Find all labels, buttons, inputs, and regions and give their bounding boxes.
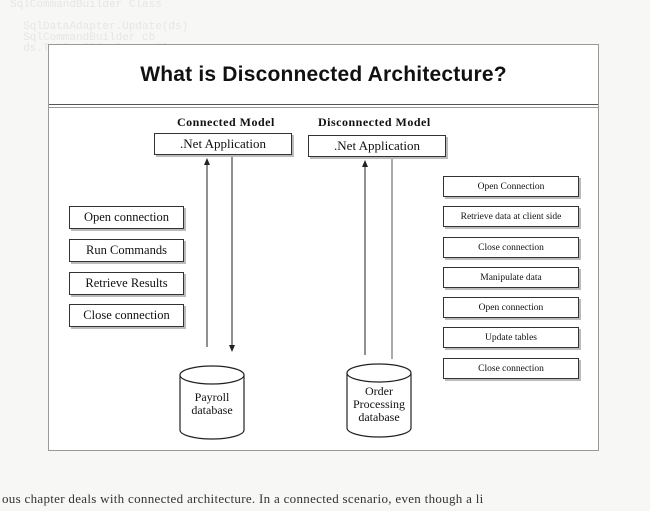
connected-model-label: Connected Model <box>177 115 275 129</box>
slide: What is Disconnected Architecture? Conne… <box>48 44 599 451</box>
slide-title: What is Disconnected Architecture? <box>140 62 507 86</box>
payroll-db-line-2: database <box>191 403 233 417</box>
connected-step-3: Retrieve Results <box>69 272 184 295</box>
order-database-cylinder <box>346 363 412 438</box>
connected-step-1: Open connection <box>69 206 184 229</box>
title-divider <box>49 107 598 108</box>
connected-step-2: Run Commands <box>69 239 184 262</box>
order-db-line-2: Processing <box>353 397 405 411</box>
disconnected-app-box: .Net Application <box>308 135 446 157</box>
order-database-label: Order Processing database <box>347 385 411 424</box>
connected-app-box: .Net Application <box>154 133 292 155</box>
disconnected-model-label: Disconnected Model <box>318 115 431 129</box>
disconnected-step-7: Close connection <box>443 358 579 379</box>
disconnected-step-3: Close connection <box>443 237 579 258</box>
order-db-line-3: database <box>358 410 400 424</box>
payroll-database-cylinder <box>179 365 245 440</box>
page-body-text: ous chapter deals with connected archite… <box>2 491 484 506</box>
disconnected-step-4: Manipulate data <box>443 267 579 288</box>
disconnected-step-2: Retrieve data at client side <box>443 206 579 227</box>
disconnected-step-1: Open Connection <box>443 176 579 197</box>
payroll-database-label: Payroll database <box>180 391 244 417</box>
diagram-connectors <box>179 157 412 440</box>
order-db-line-1: Order <box>365 384 393 398</box>
payroll-db-line-1: Payroll <box>194 390 230 404</box>
slide-title-bar: What is Disconnected Architecture? <box>49 45 598 105</box>
disconnected-step-6: Update tables <box>443 327 579 348</box>
disconnected-step-5: Open connection <box>443 297 579 318</box>
connected-step-4: Close connection <box>69 304 184 327</box>
